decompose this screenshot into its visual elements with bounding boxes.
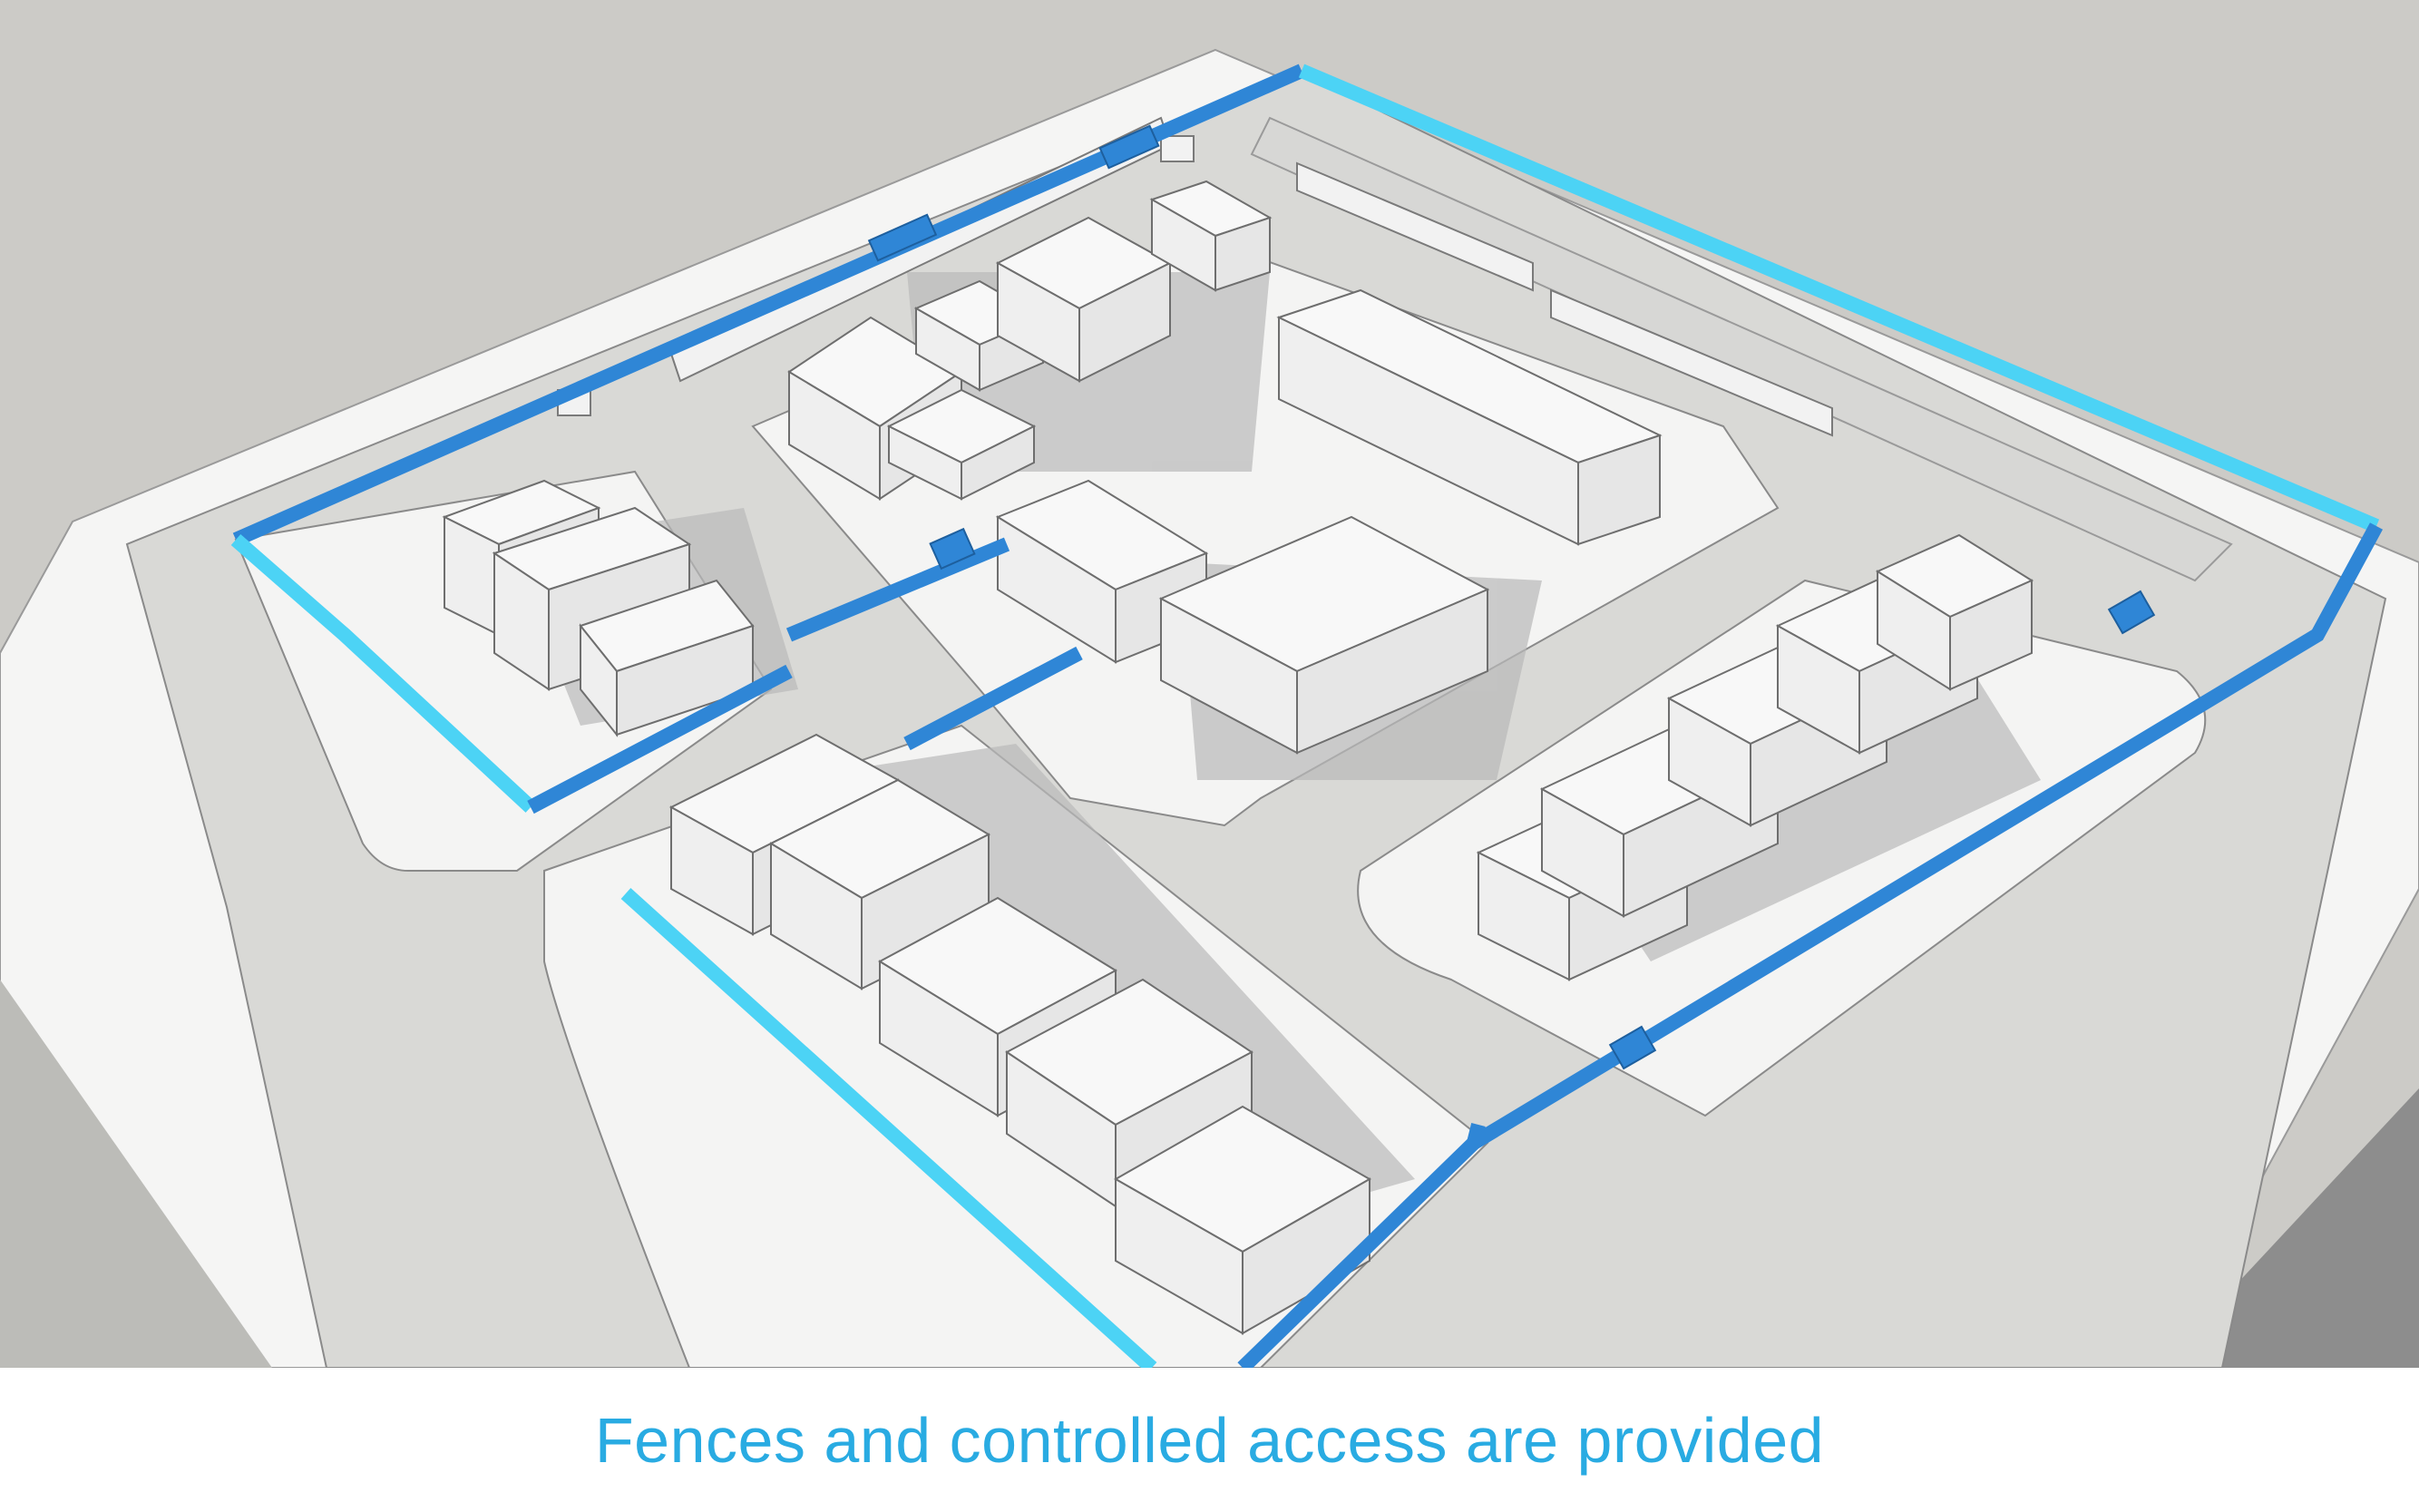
fence-south-east-run (1237, 1137, 1479, 1368)
carport-north (1296, 161, 1534, 292)
gate-east (2107, 590, 2156, 635)
building-center-east (1276, 288, 1663, 546)
gate-north (867, 213, 938, 262)
guardhouse-north (1160, 135, 1195, 162)
access-gate-icon (867, 124, 2156, 1070)
building-south-2 (768, 778, 991, 990)
roads (1250, 116, 2233, 582)
building-nw-3 (579, 579, 755, 737)
gate-center (929, 527, 976, 571)
fence-west-run (230, 533, 536, 813)
gate-southeast (1608, 1025, 1657, 1070)
fence-inner-run-2 (903, 646, 1083, 751)
fence-north-east-run (1298, 63, 2380, 533)
building-east-5 (1875, 533, 2034, 691)
building-north-2 (886, 388, 1037, 501)
building-north-4 (995, 216, 1173, 383)
road-northeast (1250, 116, 2233, 582)
fence-southwest-run (527, 664, 793, 815)
fence-inner-run-1 (785, 537, 1010, 642)
gate-northeast (1098, 124, 1160, 170)
street-left (0, 980, 272, 1368)
site-illustration (0, 0, 2419, 1368)
isometric-site-plan (0, 0, 2419, 1368)
caption-text: Fences and controlled access are provide… (594, 1404, 1825, 1476)
buildings (442, 180, 2034, 1335)
building-center-south (1158, 515, 1490, 755)
building-south-5 (1113, 1105, 1372, 1335)
fence-south-west-run (620, 888, 1157, 1368)
fence-east-run (1462, 522, 2384, 1158)
caption-bar: Fences and controlled access are provide… (0, 1368, 2419, 1512)
building-north-5 (1149, 180, 1273, 292)
carport-east (1550, 288, 1833, 437)
